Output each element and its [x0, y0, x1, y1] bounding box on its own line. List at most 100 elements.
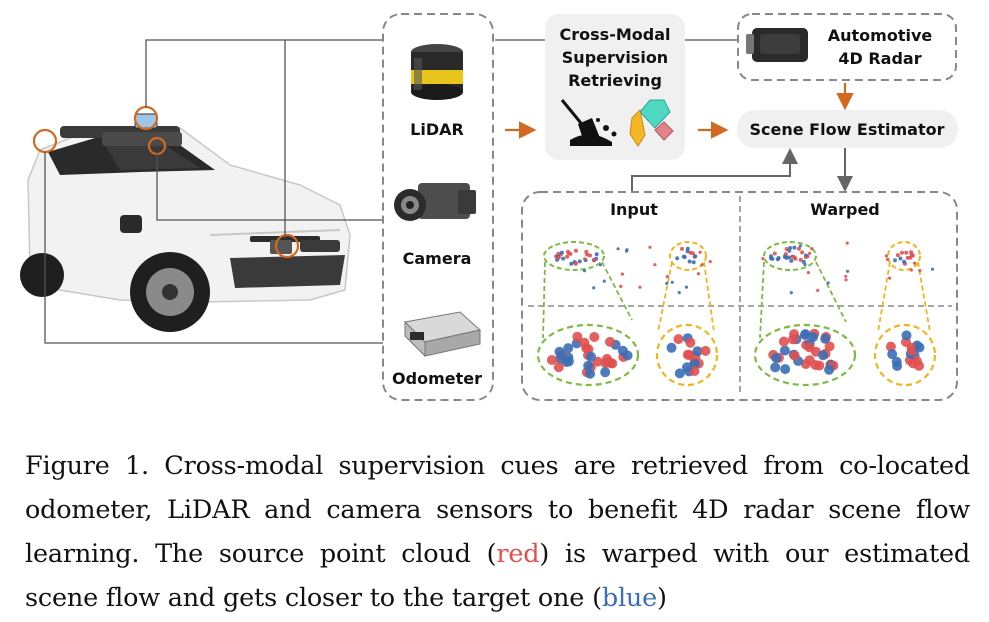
retrieval-title-line1: Cross-Modal: [560, 25, 671, 44]
point-dot: [798, 257, 803, 262]
radar-device-icon: [746, 28, 808, 62]
point-dot: [779, 345, 790, 356]
point-dot: [689, 366, 700, 377]
point-dot: [565, 254, 570, 259]
point-dot: [616, 247, 620, 251]
point-dot: [620, 272, 625, 276]
lidar-icon: [411, 44, 463, 100]
shovel-icon: [560, 99, 617, 146]
point-dot: [789, 350, 800, 361]
point-dot: [589, 332, 600, 342]
point-dot: [556, 350, 567, 361]
point-dot: [684, 285, 689, 289]
point-dot: [692, 346, 703, 357]
point-dot: [688, 250, 693, 255]
point-dot: [553, 362, 564, 373]
point-dot: [914, 342, 925, 353]
autonomous-car-illustration: [20, 105, 351, 332]
point-dot: [592, 286, 596, 290]
point-dot: [845, 241, 849, 245]
point-dot: [885, 341, 896, 352]
point-dot: [770, 256, 775, 261]
point-dot: [887, 349, 898, 360]
point-dot: [665, 275, 670, 279]
point-dot: [782, 254, 787, 259]
caption-text-part1: Figure 1. Cross-modal supervision cues a…: [25, 451, 970, 569]
warped-panel-title: Warped: [810, 200, 880, 219]
scene-flow-estimator-label: Scene Flow Estimator: [749, 120, 944, 139]
point-dot: [846, 269, 850, 273]
lidar-label: LiDAR: [410, 120, 464, 139]
point-dot: [893, 258, 897, 263]
point-dot: [884, 254, 889, 258]
point-dot: [806, 271, 811, 275]
point-dot: [786, 255, 791, 260]
point-dot: [895, 253, 900, 258]
sensor-connection-lines: [44, 39, 740, 344]
figure-caption: Figure 1. Cross-modal supervision cues a…: [25, 444, 970, 620]
odometer-label: Odometer: [392, 369, 482, 388]
point-dot: [788, 246, 793, 250]
point-dot: [622, 350, 633, 361]
point-dot: [904, 250, 909, 255]
point-dot: [681, 254, 686, 259]
odometer-icon: [403, 311, 482, 358]
camera-icon: [394, 183, 476, 221]
point-dot: [566, 251, 571, 256]
point-dot: [913, 261, 917, 265]
point-dot: [804, 342, 815, 353]
warped-large-green-ellipse: [753, 323, 857, 387]
point-dot: [700, 345, 711, 356]
point-dot: [789, 291, 793, 295]
gem-icon: [629, 99, 674, 147]
point-dot: [770, 362, 781, 373]
point-dot: [696, 272, 701, 276]
radar-label-line2: 4D Radar: [838, 49, 921, 68]
point-dot: [901, 330, 912, 341]
point-dot: [682, 362, 692, 373]
point-dot: [804, 355, 815, 366]
point-dot: [638, 285, 642, 289]
point-dot: [572, 331, 583, 342]
point-dot: [778, 336, 789, 347]
point-dot: [808, 251, 812, 255]
point-dot: [579, 337, 590, 348]
point-dot: [675, 256, 680, 261]
point-dot: [677, 291, 681, 295]
point-dot: [844, 274, 848, 278]
point-dot: [682, 349, 693, 360]
point-dot: [930, 267, 935, 271]
point-dot: [824, 364, 835, 375]
point-dot: [594, 252, 599, 257]
input-large-yellow-ellipse: [655, 323, 719, 387]
point-dot: [546, 355, 557, 365]
caption-text-part3: ): [657, 583, 667, 613]
input-small-yellow-ellipse: [669, 241, 707, 271]
point-dot: [625, 248, 629, 252]
point-dot: [784, 247, 789, 251]
point-dot: [585, 252, 590, 257]
point-dot: [820, 333, 831, 344]
point-dot: [653, 263, 657, 267]
point-dot: [909, 268, 913, 272]
point-dot: [619, 284, 623, 288]
point-dot: [914, 360, 924, 371]
point-dot: [818, 350, 828, 361]
point-dot: [918, 268, 922, 273]
point-dot: [648, 245, 652, 249]
point-dot: [708, 260, 712, 264]
point-dot: [605, 336, 615, 347]
point-dot: [898, 256, 903, 261]
point-dot: [700, 263, 704, 267]
radar-label-line1: Automotive: [828, 26, 933, 45]
point-dot: [844, 278, 848, 282]
point-dot: [569, 261, 574, 266]
point-dot: [888, 276, 892, 280]
point-dot: [790, 254, 795, 259]
point-dot: [563, 343, 574, 354]
point-dot: [585, 368, 596, 379]
point-dot: [792, 245, 797, 250]
point-dot: [666, 342, 677, 353]
point-dot: [573, 261, 578, 266]
point-dot: [586, 351, 596, 362]
